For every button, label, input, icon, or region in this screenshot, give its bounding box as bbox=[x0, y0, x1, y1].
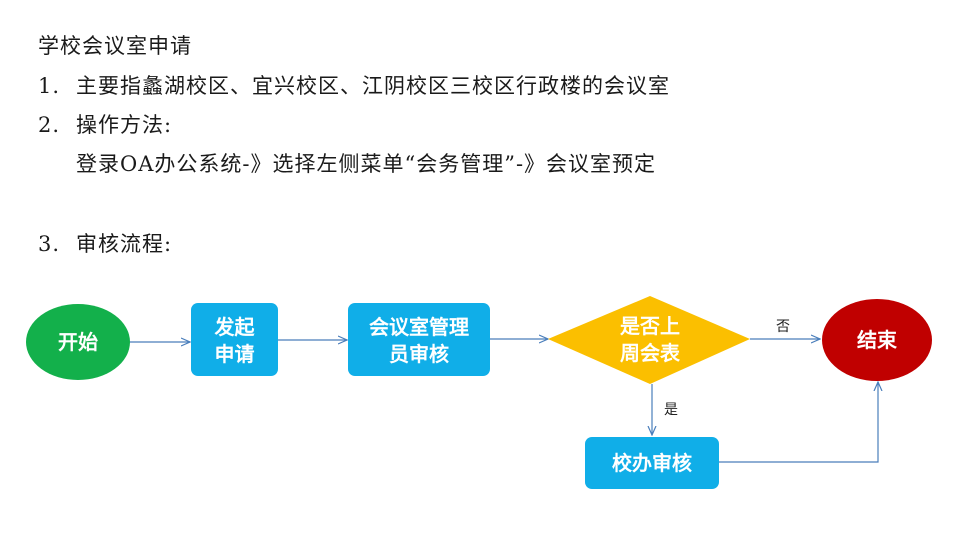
node-admin-review: 会议室管理 员审核 bbox=[348, 303, 490, 376]
node-admin-review-label-line2: 员审核 bbox=[389, 342, 449, 366]
list-item-number: 3. bbox=[38, 232, 61, 256]
edge-label-yes: 是 bbox=[664, 402, 678, 418]
list-item-3: 3. 审核流程: bbox=[38, 228, 172, 258]
list-item-text: 主要指蠡湖校区、宜兴校区、江阴校区三校区行政楼的会议室 bbox=[76, 74, 670, 98]
node-start-label: 开始 bbox=[58, 330, 98, 354]
node-decision: 是否上 周会表 bbox=[548, 296, 750, 384]
list-item-number: 2. bbox=[38, 113, 61, 137]
list-item-1: 1. 主要指蠡湖校区、宜兴校区、江阴校区三校区行政楼的会议室 bbox=[38, 70, 670, 100]
node-end: 结束 bbox=[822, 299, 932, 381]
flow-edges bbox=[130, 339, 878, 463]
node-apply-shape bbox=[191, 303, 278, 376]
list-item-text: 审核流程: bbox=[76, 232, 173, 256]
node-admin-review-shape bbox=[348, 303, 490, 376]
node-decision-shape bbox=[548, 296, 750, 384]
list-item-2: 2. 操作方法: bbox=[38, 109, 172, 139]
node-office-review: 校办审核 bbox=[585, 437, 719, 489]
node-start-shape bbox=[26, 304, 130, 380]
page-title-text: 学校会议室申请 bbox=[38, 34, 192, 58]
node-end-label: 结束 bbox=[857, 328, 898, 352]
node-apply-label-line1: 发起 bbox=[214, 315, 256, 339]
node-admin-review-label-line1: 会议室管理 bbox=[369, 315, 469, 339]
list-item-2-detail: 登录OA办公系统-》选择左侧菜单“会务管理”-》会议室预定 bbox=[76, 148, 656, 178]
node-decision-label-line1: 是否上 bbox=[619, 314, 680, 338]
edge-label-no: 否 bbox=[776, 319, 790, 335]
node-office-review-label: 校办审核 bbox=[612, 451, 692, 475]
node-end-shape bbox=[822, 299, 932, 381]
list-item-text: 操作方法: bbox=[76, 113, 173, 137]
page-title: 学校会议室申请 bbox=[38, 30, 192, 60]
node-office-review-shape bbox=[585, 437, 719, 489]
edge-office-to-end bbox=[719, 382, 878, 463]
list-item-number: 1. bbox=[38, 74, 61, 98]
node-apply-label-line2: 申请 bbox=[215, 342, 255, 366]
node-start: 开始 bbox=[26, 304, 130, 380]
node-decision-label-line2: 周会表 bbox=[620, 341, 681, 365]
list-item-text: 登录OA办公系统-》选择左侧菜单“会务管理”-》会议室预定 bbox=[76, 152, 657, 176]
node-apply: 发起 申请 bbox=[191, 303, 278, 376]
